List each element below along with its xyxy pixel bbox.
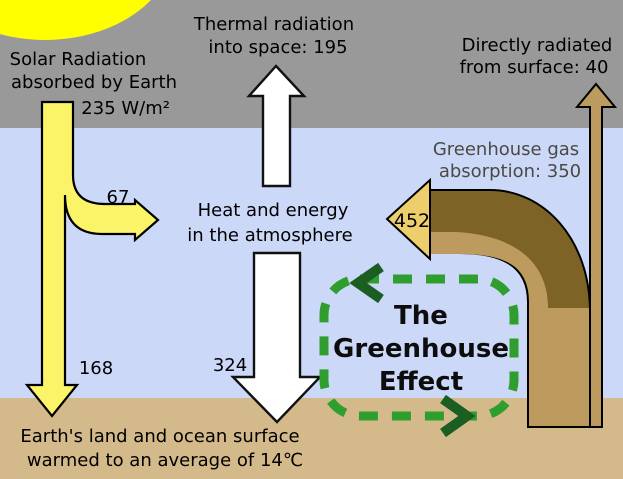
solar-label-line1: Solar Radiation [10, 49, 147, 70]
direct-radiated-label-line1: Directly radiated [462, 35, 613, 56]
thermal-space-label-line2: into space: 195 [208, 37, 347, 58]
cycle-title-line3: Effect [379, 367, 463, 397]
absorbed-radiation-arrowhead [385, 177, 431, 262]
direct-radiated-label-line2: from surface: 40 [460, 57, 609, 78]
greenhouse-gas-label-line2: absorption: 350 [439, 161, 581, 182]
surface-radiation-band-light [430, 232, 589, 426]
ground-background [0, 398, 623, 479]
surface-label-line2: warmed to an average of 14℃ [27, 450, 303, 471]
greenhouse-gas-label-line1: Greenhouse gas [433, 139, 579, 160]
thermal-space-label-line1: Thermal radiation [193, 14, 354, 35]
heat-atmosphere-label-line2: in the atmosphere [187, 225, 352, 246]
back-radiation-arrow [230, 251, 323, 424]
cycle-arrow-right-icon [440, 394, 476, 438]
cycle-arrow-left-icon [349, 262, 384, 304]
value-solar-to-atmosphere: 67 [107, 187, 130, 208]
thermal-radiation-arrow [246, 64, 307, 188]
heat-atmosphere-label-line1: Heat and energy [198, 200, 349, 221]
value-solar-to-surface: 168 [79, 358, 113, 379]
greenhouse-cycle-loop [319, 274, 519, 421]
solar-flux-value: 235 W/m² [81, 98, 170, 119]
solar-label-line2: absorbed by Earth [11, 72, 177, 93]
solar-radiation-arrow [24, 100, 160, 418]
surface-label-line1: Earth's land and ocean surface [20, 426, 299, 447]
value-surface-emission: 452 [394, 210, 430, 232]
cycle-title-line2: Greenhouse [333, 334, 509, 364]
cycle-title-line1: The [394, 301, 448, 331]
direct-radiation-arrow [574, 82, 618, 428]
sun [0, 0, 151, 40]
value-back-radiation: 324 [213, 355, 247, 376]
